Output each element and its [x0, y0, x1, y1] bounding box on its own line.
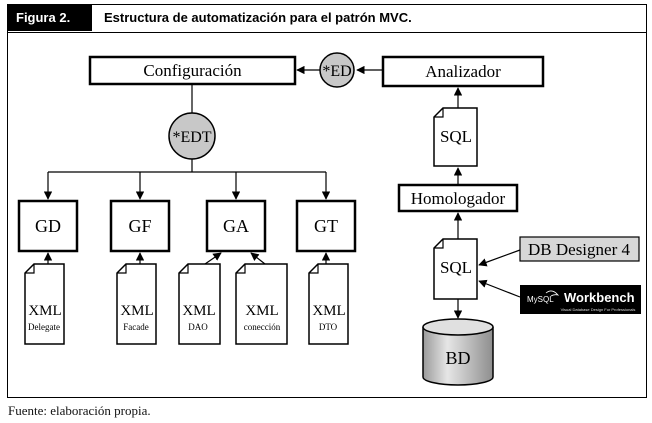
doc-xml-dao-title: XML [182, 303, 215, 319]
doc-xml-facade-subtitle: Facade [123, 322, 148, 332]
gf-label: GF [128, 216, 151, 236]
bd-cylinder: BD [422, 318, 494, 386]
arrow-dbdesigner-sql [478, 249, 521, 267]
analizador-box: Analizador [381, 55, 545, 88]
arrow-conexion-ga [250, 252, 266, 265]
analizador-label: Analizador [425, 62, 501, 81]
doc-xml-dto-subtitle: DTO [319, 322, 338, 332]
gt-label: GT [314, 216, 338, 236]
db-designer-box: DB Designer 4 [519, 236, 640, 262]
homologador-box: Homologador [397, 183, 519, 213]
bd-label: BD [445, 348, 470, 368]
ga-label: GA [223, 216, 249, 236]
ed-circle: *ED [319, 52, 355, 88]
gf-box: GF [109, 199, 171, 253]
ed-label: *ED [322, 63, 351, 80]
mysql-brand: MySQL [527, 295, 554, 304]
doc-xml-delegate: XML Delegate [24, 263, 65, 345]
gd-label: GD [35, 216, 61, 236]
doc-xml-dao: XML DAO [178, 263, 221, 345]
doc-xml-facade: XML Facade [116, 263, 157, 345]
workbench-name: Workbench [564, 290, 635, 305]
doc-xml-conexion-title: XML [245, 303, 278, 319]
figure-label: Figura 2. [8, 5, 92, 31]
figure-header: Figura 2. Estructura de automatización p… [8, 5, 646, 33]
configuracion-box: Configuración [88, 55, 297, 86]
configuracion-label: Configuración [143, 61, 242, 80]
edt-label: *EDT [172, 129, 211, 146]
ga-box: GA [205, 199, 267, 253]
arrow-dao-ga [204, 252, 222, 265]
gt-box: GT [295, 199, 357, 253]
figure-frame: Figura 2. Estructura de automatización p… [7, 4, 647, 398]
figure-title: Estructura de automatización para el pat… [104, 10, 412, 25]
doc-xml-delegate-subtitle: Delegate [28, 322, 60, 332]
dolphin-icon [545, 290, 560, 297]
figure-source: Fuente: elaboración propia. [8, 403, 151, 418]
doc-xml-dao-subtitle: DAO [188, 322, 208, 332]
mysql-workbench-logo: MySQL Workbench Visual Database Design F… [520, 285, 641, 314]
workbench-tagline: Visual Database Design For Professionals [561, 307, 636, 312]
doc-xml-delegate-title: XML [28, 303, 61, 319]
doc-sql-top-label: SQL [440, 127, 472, 146]
doc-sql-bottom-label: SQL [440, 258, 472, 277]
doc-xml-dto: XML DTO [308, 263, 349, 345]
doc-xml-conexion-subtitle: conección [244, 322, 281, 332]
arrow-workbench-sql [478, 279, 521, 298]
edt-circle: *EDT [168, 112, 216, 160]
doc-xml-conexion: XML conección [235, 263, 288, 345]
gd-box: GD [17, 199, 79, 253]
doc-sql-bottom: SQL [433, 238, 478, 300]
homologador-label: Homologador [411, 189, 506, 208]
db-designer-label: DB Designer 4 [528, 240, 630, 259]
doc-xml-facade-title: XML [120, 303, 153, 319]
doc-xml-dto-title: XML [312, 303, 345, 319]
doc-sql-top: SQL [433, 107, 478, 167]
